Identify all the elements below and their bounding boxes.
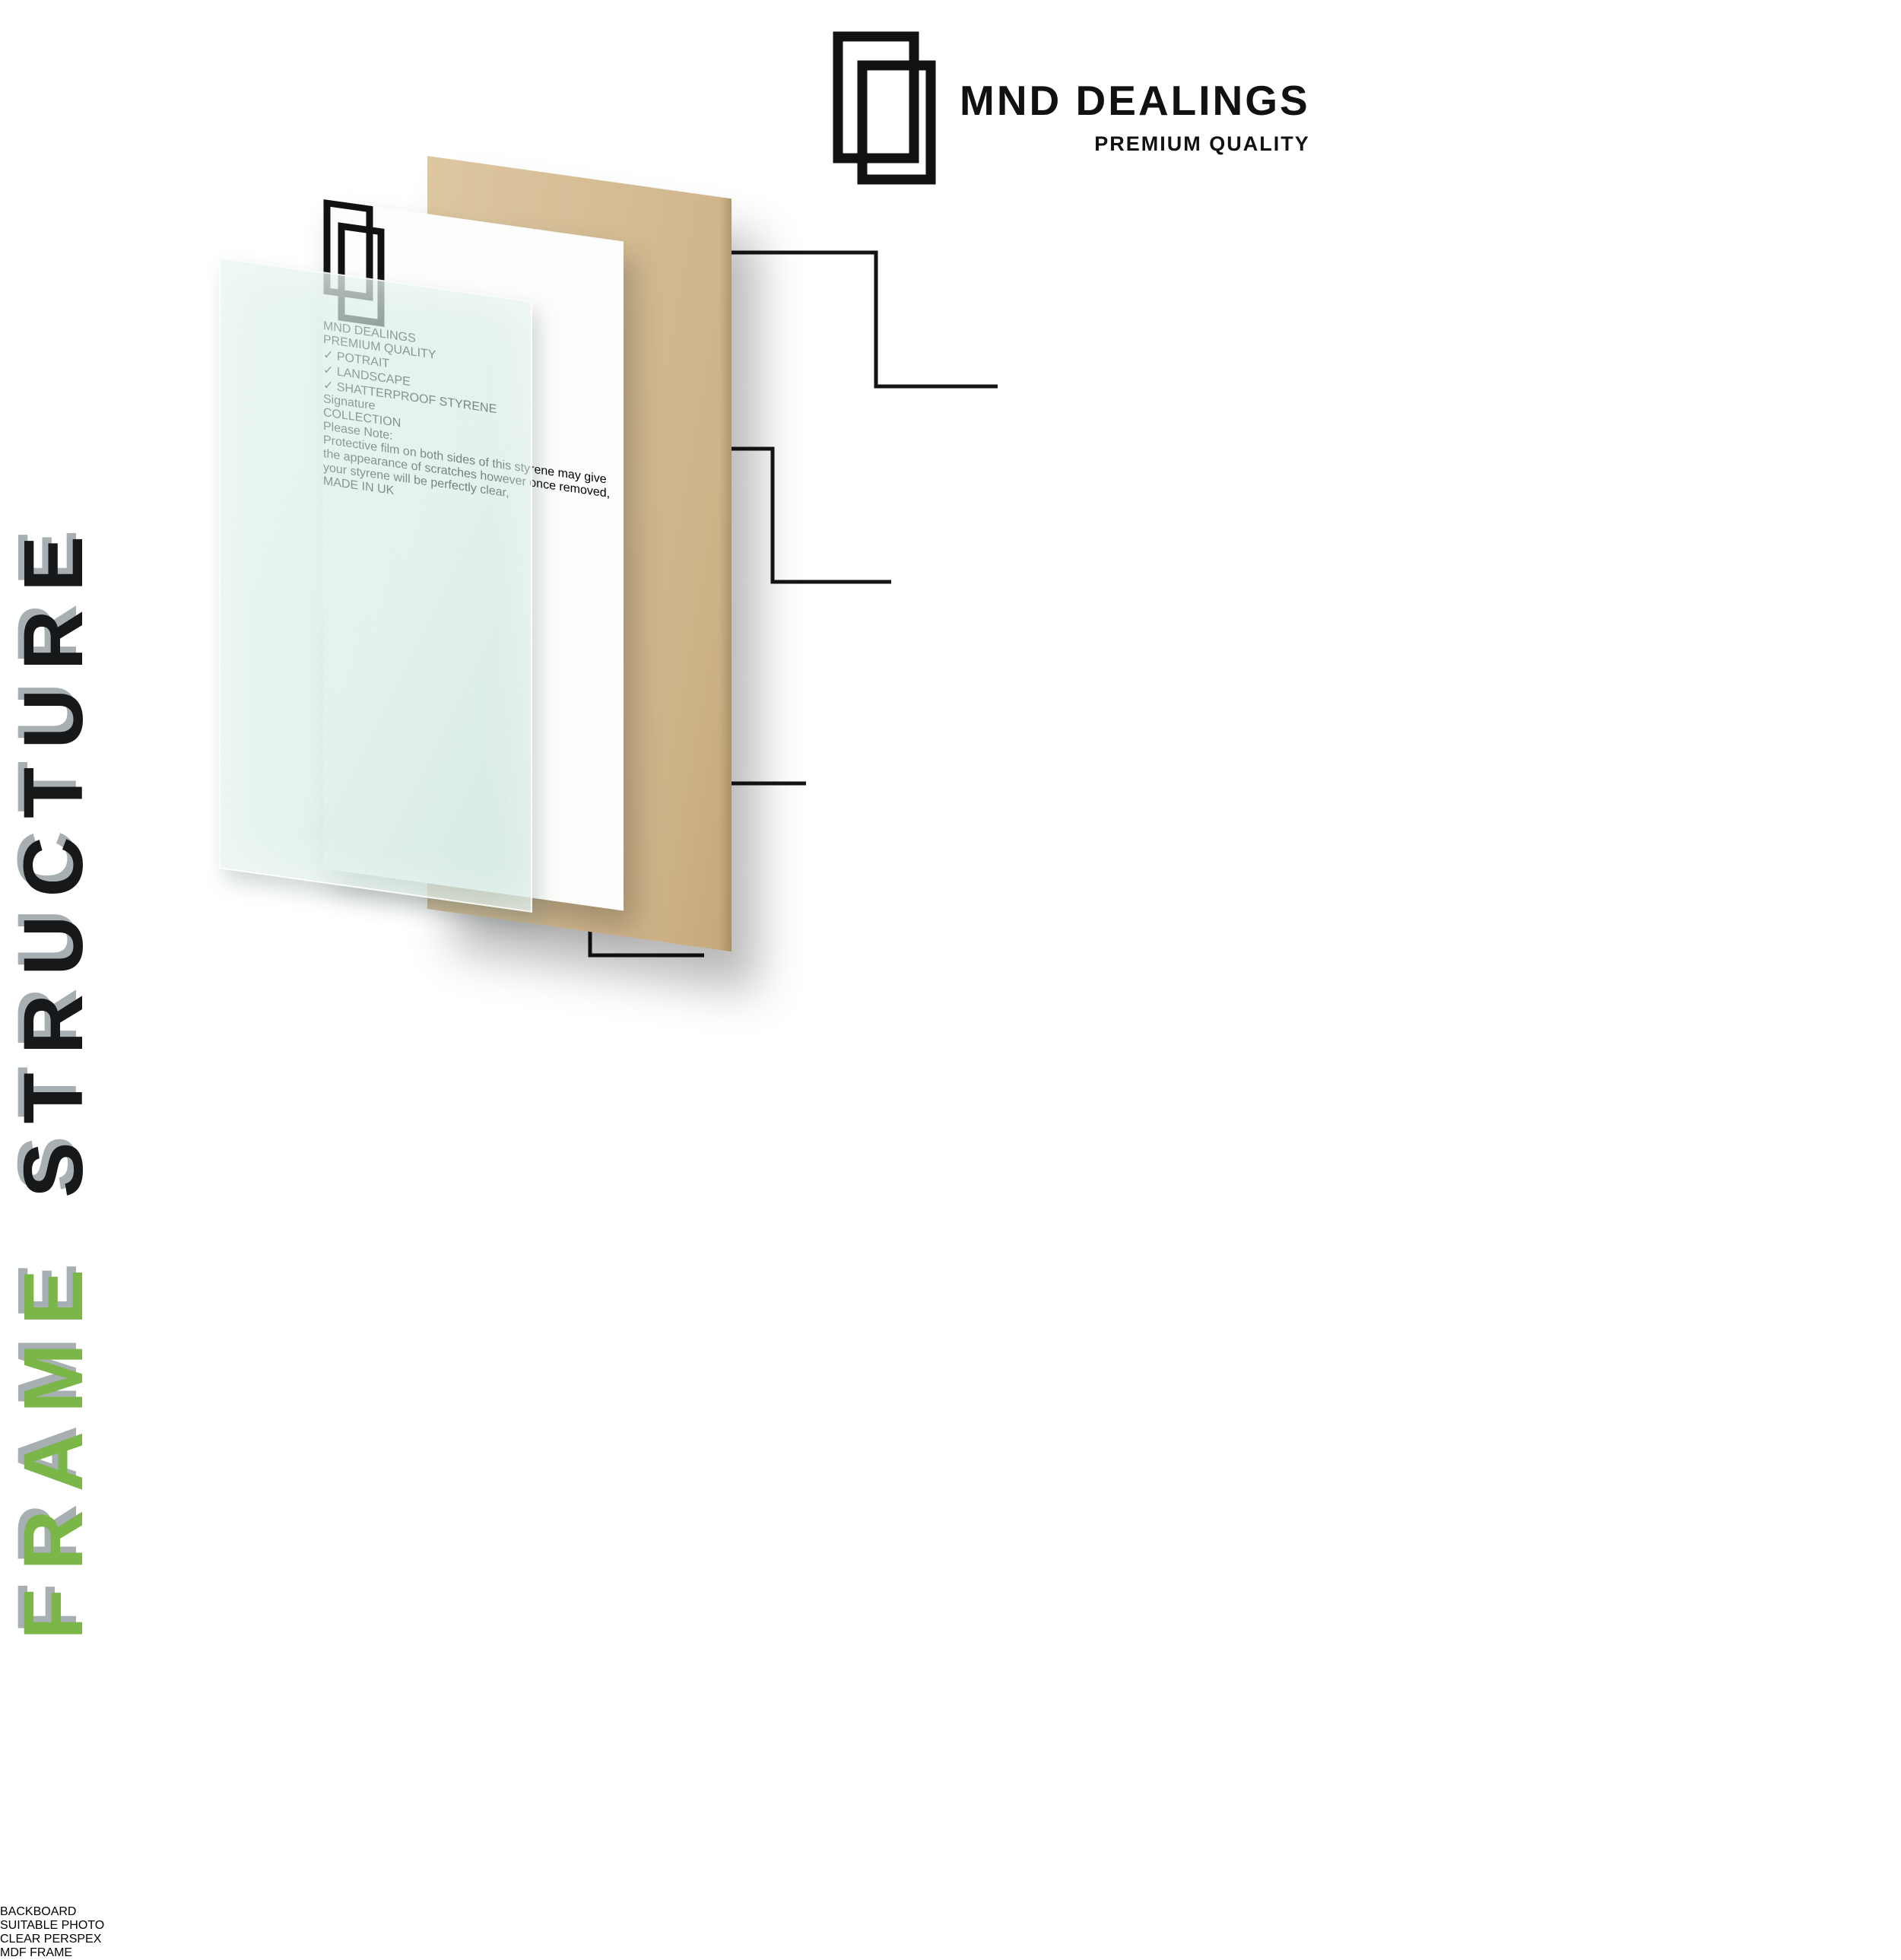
- callout-label-mdf-frame: MDF FRAME: [0, 1946, 1901, 1960]
- label-accent: MDF: [0, 1946, 27, 1959]
- brand-name: MND DEALINGS: [960, 77, 1310, 124]
- label-rest: BOARD: [33, 1905, 77, 1918]
- backboard-edge-shading: [719, 196, 732, 952]
- side-title-word-structure: STRUCTURE: [7, 517, 100, 1198]
- brand-header: MND DEALINGS PREMIUM QUALITY: [830, 30, 1310, 186]
- brand-tagline: PREMIUM QUALITY: [1094, 132, 1310, 155]
- wood-frame-layer: [128, 291, 454, 986]
- label-rest: FRAME: [26, 1946, 73, 1959]
- label-accent: BACK: [0, 1905, 33, 1918]
- label-accent: CLEAR: [0, 1933, 41, 1946]
- side-title-frame-structure: FRAME STRUCTURE: [7, 202, 116, 1640]
- callout-label-suitable-photo: SUITABLE PHOTO: [0, 1919, 1901, 1933]
- callout-label-backboard: BACKBOARD: [0, 1905, 1901, 1919]
- callout-line-backboard: [698, 250, 998, 389]
- label-rest: PERSPEX: [40, 1933, 102, 1946]
- label-rest: PHOTO: [58, 1919, 105, 1932]
- label-accent: SUITABLE: [0, 1919, 59, 1932]
- infographic-canvas: FRAME STRUCTURE MND DEALINGS PREMIUM QUAL…: [0, 30, 1310, 1959]
- brand-frame-logo-icon: [830, 30, 937, 186]
- side-title-word-frame: FRAME: [7, 1250, 100, 1640]
- brand-text-block: MND DEALINGS PREMIUM QUALITY: [960, 76, 1310, 156]
- callout-label-clear-perspex: CLEAR PERSPEX: [0, 1933, 1901, 1946]
